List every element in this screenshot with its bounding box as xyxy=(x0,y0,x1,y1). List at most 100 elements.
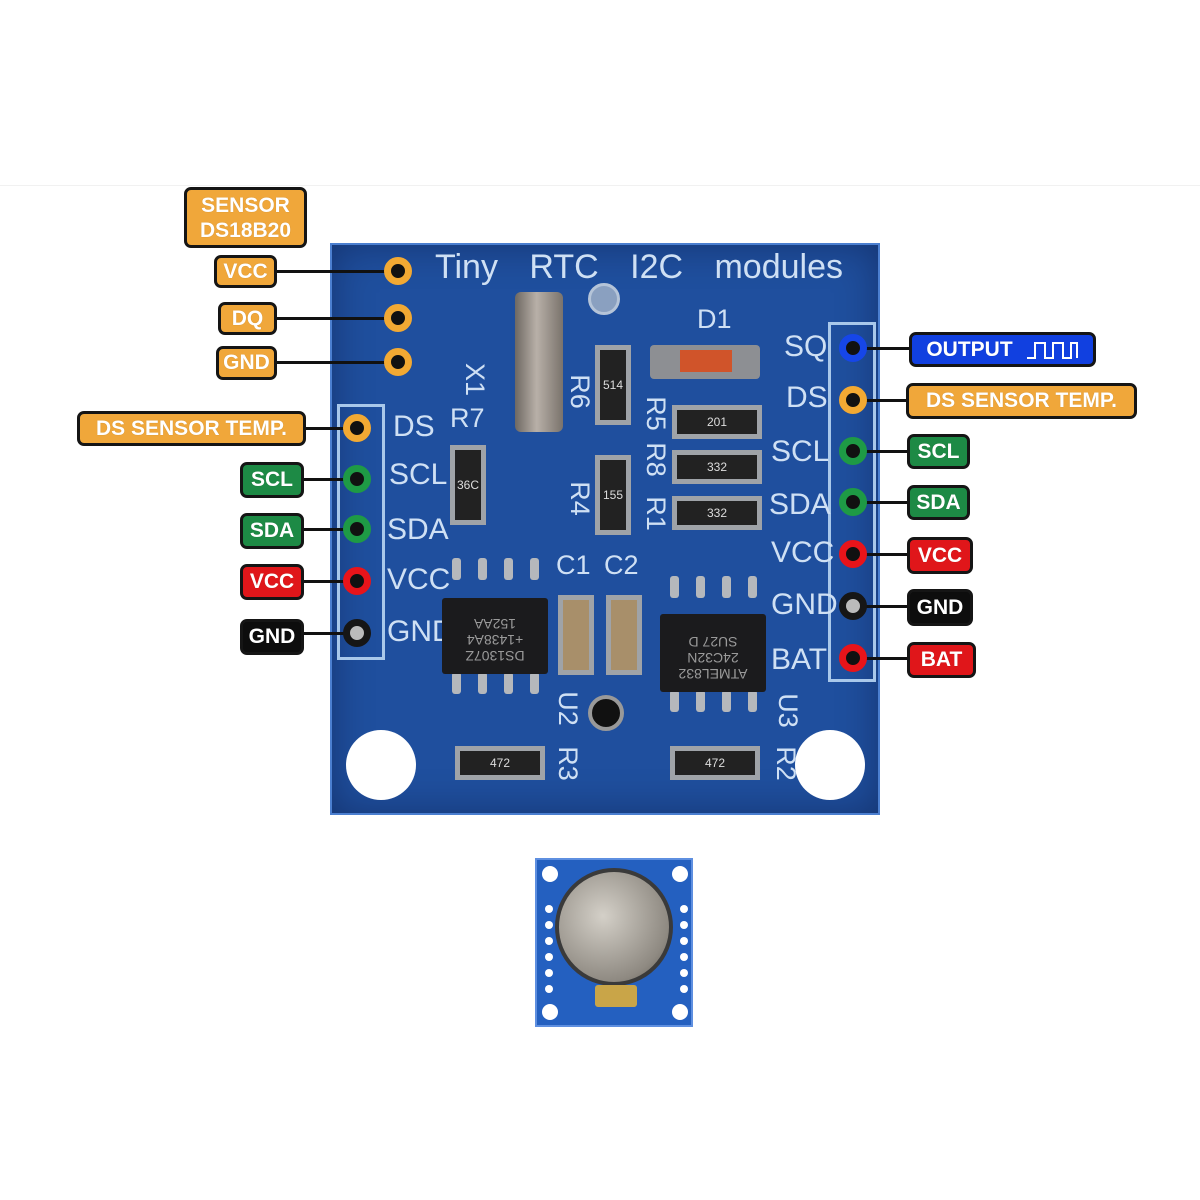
header-hole xyxy=(545,985,553,993)
pin-right-sq xyxy=(839,334,867,362)
wire xyxy=(276,361,398,364)
wire xyxy=(853,450,909,453)
wire xyxy=(303,478,357,481)
chip-leg xyxy=(504,558,513,580)
designator-r1: R1 xyxy=(640,496,671,531)
capacitor-c1 xyxy=(558,595,594,675)
pin-sensor-vcc xyxy=(384,257,412,285)
silk-gnd: GND xyxy=(771,588,838,621)
chip-u2-ds1307: DS1307Z +1438A4 152AA xyxy=(442,598,548,674)
header-hole xyxy=(545,969,553,977)
label-right-ds-sensor-temp: DS SENSOR TEMP. xyxy=(906,383,1137,419)
resistor-r4: 155 xyxy=(595,455,631,535)
designator-u2: U2 xyxy=(552,691,583,726)
header-hole xyxy=(680,969,688,977)
chip-leg xyxy=(748,690,757,712)
label-text: DS18B20 xyxy=(199,218,292,242)
chip-leg xyxy=(478,558,487,580)
via-hole xyxy=(588,695,624,731)
divider xyxy=(0,185,1200,186)
pin-left-ds xyxy=(343,414,371,442)
header-hole xyxy=(680,953,688,961)
resistor-r6: 514 xyxy=(595,345,631,425)
chip-leg xyxy=(452,558,461,580)
wire xyxy=(853,553,909,556)
wire xyxy=(276,317,398,320)
pin-left-scl xyxy=(343,465,371,493)
label-right-output: OUTPUT xyxy=(909,332,1096,367)
label-left-vcc: VCC xyxy=(240,564,304,600)
header-hole xyxy=(545,921,553,929)
label-left-scl: SCL xyxy=(240,462,304,498)
designator-r3: R3 xyxy=(552,746,583,781)
wire xyxy=(303,580,357,583)
resistor-r3: 472 xyxy=(455,746,545,780)
pin-sensor-gnd xyxy=(384,348,412,376)
pin-left-sda xyxy=(343,515,371,543)
silk-ds: DS xyxy=(393,410,435,443)
capacitor-c2 xyxy=(606,595,642,675)
silk-vcc: VCC xyxy=(387,563,451,596)
designator-u3: U3 xyxy=(772,693,803,728)
header-hole xyxy=(680,921,688,929)
chip-leg xyxy=(452,672,461,694)
pin-right-bat xyxy=(839,644,867,672)
header-hole xyxy=(545,905,553,913)
left-header-frame xyxy=(337,404,385,660)
silk-sq: SQ xyxy=(784,330,828,363)
chip-leg xyxy=(722,690,731,712)
chip-leg xyxy=(696,576,705,598)
resistor-r5: 201 xyxy=(672,405,762,439)
label-right-sda: SDA xyxy=(907,485,970,520)
coin-cell-battery xyxy=(555,868,673,986)
mounting-hole xyxy=(672,1004,688,1020)
resistor-r8: 332 xyxy=(672,450,762,484)
label-right-vcc: VCC xyxy=(907,537,973,574)
board-title: Tiny RTC I2C modules xyxy=(435,248,843,286)
pin-left-vcc xyxy=(343,567,371,595)
resistor-r2: 472 xyxy=(670,746,760,780)
wire xyxy=(853,347,911,350)
wire xyxy=(305,427,357,430)
wire xyxy=(303,632,357,635)
silk-scl: SCL xyxy=(389,458,448,491)
mounting-hole xyxy=(542,1004,558,1020)
chip-leg xyxy=(530,558,539,580)
pin-sensor-dq xyxy=(384,304,412,332)
label-sensor-gnd: GND xyxy=(216,346,277,380)
header-hole xyxy=(680,985,688,993)
chip-leg xyxy=(748,576,757,598)
silk-ds: DS xyxy=(786,381,828,414)
pin-right-gnd xyxy=(839,592,867,620)
chip-marking: 152AA xyxy=(473,616,517,632)
crystal-x1 xyxy=(515,292,563,432)
wire xyxy=(276,270,398,273)
chip-marking: ATMEL832 xyxy=(678,666,748,682)
square-wave-icon xyxy=(1026,341,1078,359)
silk-scl: SCL xyxy=(771,435,830,468)
wire xyxy=(853,501,909,504)
chip-leg xyxy=(530,672,539,694)
wire xyxy=(853,657,909,660)
resistor-r7: 36C xyxy=(450,445,486,525)
designator-r8: R8 xyxy=(640,442,671,477)
designator-r2: R2 xyxy=(770,746,801,781)
designator-r4: R4 xyxy=(564,481,595,516)
mounting-hole xyxy=(346,730,416,800)
silk-sda: SDA xyxy=(769,488,831,521)
chip-leg xyxy=(504,672,513,694)
chip-leg xyxy=(478,672,487,694)
label-right-bat: BAT xyxy=(907,642,976,678)
header-hole xyxy=(680,905,688,913)
wire xyxy=(853,605,909,608)
silk-vcc: VCC xyxy=(771,536,835,569)
label-sensor-vcc: VCC xyxy=(214,255,277,288)
header-hole xyxy=(680,937,688,945)
designator-x1: X1 xyxy=(460,362,491,397)
header-hole xyxy=(545,937,553,945)
designator-c2: C2 xyxy=(604,550,639,580)
silk-sda: SDA xyxy=(387,513,449,546)
chip-u3-24c32: ATMEL832 24C32N SU27 D xyxy=(660,614,766,692)
pin-left-gnd xyxy=(343,619,371,647)
mounting-hole xyxy=(542,866,558,882)
